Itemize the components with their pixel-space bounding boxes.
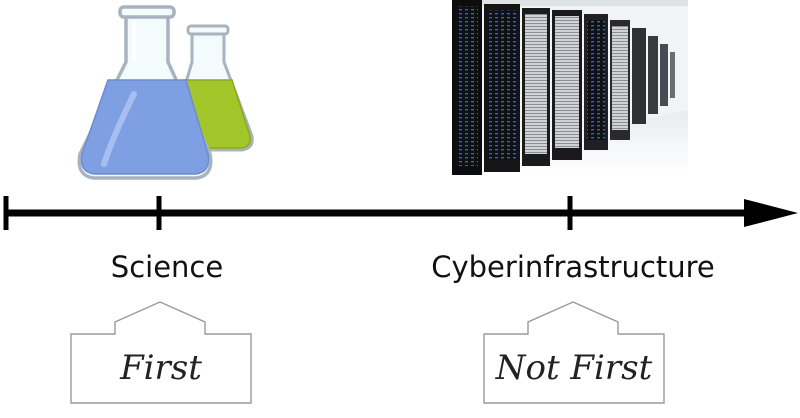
science-label: Science — [110, 250, 224, 284]
not-first-callout: Not First — [483, 300, 665, 404]
server-room-image — [452, 0, 688, 175]
timeline-axis — [3, 196, 798, 230]
not-first-callout-arrow-box — [483, 301, 665, 404]
laboratory-flasks-icon — [77, 5, 254, 180]
timeline-arrowhead — [744, 199, 798, 227]
not-first-callout-text: Not First — [495, 348, 653, 388]
first-callout-arrow-box — [70, 301, 252, 404]
first-callout-text: First — [120, 348, 202, 388]
cyberinfrastructure-label: Cyberinfrastructure — [431, 250, 715, 284]
blue-flask-icon — [77, 5, 213, 180]
first-callout: First — [70, 300, 252, 404]
